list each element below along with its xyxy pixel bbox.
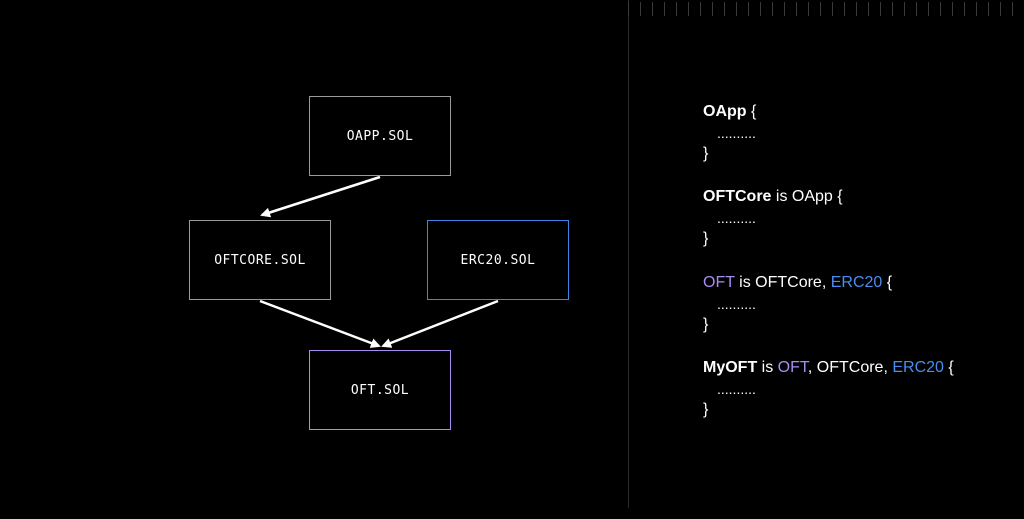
code-line: OFT is OFTCore, ERC20 { (703, 272, 892, 293)
tick-mark (832, 2, 833, 16)
code-ellipsis: .......... (717, 381, 756, 397)
erc20-ref: ERC20 (892, 359, 944, 376)
code-line: OApp { (703, 101, 756, 122)
code-ellipsis: .......... (717, 125, 756, 141)
tick-mark (856, 2, 857, 16)
panel-divider (628, 0, 629, 508)
tick-mark (916, 2, 917, 16)
tick-mark (628, 2, 629, 16)
code-line: MyOFT is OFT, OFTCore, ERC20 { (703, 357, 954, 378)
contract-name: OFT (703, 274, 735, 291)
tick-mark (760, 2, 761, 16)
code-block-myoft: MyOFT is OFT, OFTCore, ERC20 { .........… (703, 357, 954, 420)
inheritance-arrows (259, 175, 499, 348)
tick-mark (796, 2, 797, 16)
code-text: is OFTCore, (734, 274, 831, 291)
contract-name: MyOFT (703, 359, 758, 376)
erc20-ref: ERC20 (830, 274, 883, 291)
tick-mark (772, 2, 773, 16)
code-text: { (746, 103, 757, 120)
code-text: , OFTCore, (807, 359, 893, 376)
tick-mark (652, 2, 653, 16)
code-text: { (943, 359, 954, 376)
code-close-brace: } (703, 145, 709, 162)
tick-mark (736, 2, 737, 16)
oft-ref: OFT (777, 359, 808, 376)
top-tick-marks (628, 2, 1024, 16)
tick-mark (724, 2, 725, 16)
tick-mark (964, 2, 965, 16)
code-block-oft: OFT is OFTCore, ERC20 { .......... } (703, 272, 892, 335)
arrow-erc20-to-oft (381, 299, 499, 348)
tick-mark (688, 2, 689, 16)
arrow-oftcore-to-oft (259, 299, 381, 348)
tick-mark (904, 2, 905, 16)
tick-mark (640, 2, 641, 16)
contract-name: OApp (703, 103, 747, 120)
tick-mark (928, 2, 929, 16)
tick-mark (820, 2, 821, 16)
code-block-oftcore: OFTCore is OApp { .......... } (703, 186, 843, 249)
code-close-brace: } (703, 230, 709, 247)
code-text: is OApp { (771, 188, 843, 205)
tick-mark (952, 2, 953, 16)
code-line: OFTCore is OApp { (703, 186, 843, 207)
node-label: OAPP.SOL (346, 128, 414, 144)
code-close-brace: } (703, 316, 709, 333)
tick-mark (664, 2, 665, 16)
tick-mark (712, 2, 713, 16)
tick-mark (808, 2, 809, 16)
code-text: { (882, 274, 893, 291)
code-text: is (757, 359, 778, 376)
node-oft: OFT.SOL (309, 350, 451, 430)
node-label: ERC20.SOL (460, 252, 536, 268)
code-ellipsis: .......... (717, 210, 756, 226)
tick-mark (784, 2, 785, 16)
tick-mark (892, 2, 893, 16)
node-label: OFT.SOL (350, 382, 410, 398)
tick-mark (880, 2, 881, 16)
node-oftcore: OFTCORE.SOL (189, 220, 331, 300)
tick-mark (976, 2, 977, 16)
tick-mark (940, 2, 941, 16)
node-oapp: OAPP.SOL (309, 96, 451, 176)
tick-mark (676, 2, 677, 16)
node-erc20: ERC20.SOL (427, 220, 569, 300)
contract-name: OFTCore (703, 188, 772, 205)
code-block-oapp: OApp { .......... } (703, 101, 756, 164)
tick-mark (1000, 2, 1001, 16)
tick-mark (868, 2, 869, 16)
arrow-oapp-to-oftcore (260, 175, 381, 218)
code-close-brace: } (703, 401, 709, 418)
tick-mark (700, 2, 701, 16)
node-label: OFTCORE.SOL (214, 252, 306, 268)
tick-mark (988, 2, 989, 16)
code-ellipsis: .......... (717, 296, 756, 312)
tick-mark (1012, 2, 1013, 16)
tick-mark (844, 2, 845, 16)
tick-mark (748, 2, 749, 16)
